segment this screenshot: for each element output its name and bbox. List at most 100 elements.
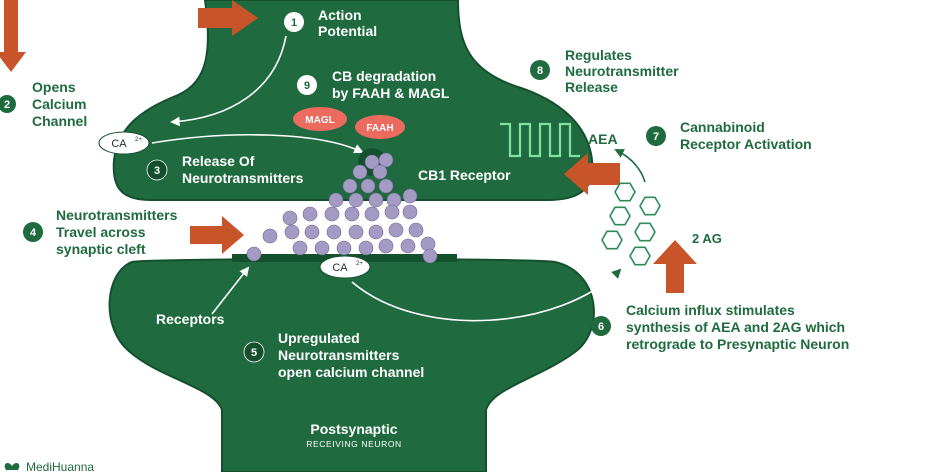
- vesicle-icon: [372, 164, 388, 180]
- step-3-line-1: Release Of: [182, 153, 255, 169]
- faah-label: FAAH: [366, 123, 393, 134]
- step-9-line-2: by FAAH & MAGL: [332, 85, 450, 101]
- vesicle-icon: [402, 188, 418, 204]
- arrow-ca-to-vesicle-icon: [151, 133, 364, 154]
- vesicle-icon: [348, 192, 364, 208]
- vesicle-icon: [282, 210, 298, 226]
- magl-label: MAGL: [305, 115, 334, 126]
- step-6-number: 6: [598, 321, 604, 333]
- vesicle-icon: [368, 192, 384, 208]
- endocannabinoid-hexagons: [601, 182, 661, 266]
- step-9-badge: [297, 75, 317, 95]
- step-2-line-1: Opens: [32, 79, 76, 95]
- ca-bottom-label: CA: [332, 262, 348, 274]
- receiving-neuron-subtitle: RECEIVING NEURON: [306, 439, 402, 449]
- step-2-line-2: Calcium: [32, 96, 86, 112]
- vesicle-icon: [292, 240, 308, 256]
- vesicle-icon: [402, 204, 418, 220]
- vesicle-icon: [360, 178, 376, 194]
- step-5-number: 5: [251, 347, 257, 359]
- endocannabinoid-hexagon-icon: [614, 182, 636, 202]
- vesicle-cluster: [246, 152, 438, 264]
- logo-leaf-icon: [4, 463, 20, 470]
- vesicle-icon: [246, 246, 262, 262]
- endocannabinoid-hexagon-icon: [639, 196, 661, 216]
- arrow-cleft-icon: [190, 216, 244, 254]
- vesicle-icon: [284, 224, 300, 240]
- step-4-number: 4: [30, 227, 37, 239]
- vesicle-icon: [378, 152, 394, 168]
- arrow-retrograde-icon: [351, 268, 622, 322]
- vesicle-icon: [384, 204, 400, 220]
- cb1-receptor-icon: [500, 122, 580, 158]
- step-7-number: 7: [653, 131, 659, 143]
- vesicle-icon: [408, 222, 424, 238]
- step-4-line-3: synaptic cleft: [56, 241, 146, 257]
- step-8-line-1: Regulates: [565, 47, 632, 63]
- step-6-badge: [591, 316, 611, 336]
- step-5-line-1: Upregulated: [278, 330, 360, 346]
- vesicle-icon: [326, 224, 342, 240]
- step-8-line-2: Neurotransmitter: [565, 63, 679, 79]
- ca-bottom-bubble: [319, 255, 371, 279]
- step-8-line-3: Release: [565, 79, 618, 95]
- arrow-action-potential-icon: [198, 0, 258, 36]
- step-7-badge: [646, 126, 666, 146]
- vesicle-icon: [324, 206, 340, 222]
- vesicle-icon: [378, 238, 394, 254]
- vesicle-icon: [342, 178, 358, 194]
- step-7-line-2: Receptor Activation: [680, 136, 812, 152]
- vesicle-icon: [336, 240, 352, 256]
- ca-top-label: CA: [111, 138, 127, 150]
- step-3-badge: [146, 159, 168, 181]
- vesicle-icon: [378, 178, 394, 194]
- endocannabinoid-hexagon-icon: [634, 222, 656, 242]
- step-2-line-3: Channel: [32, 113, 87, 129]
- ca-top-superscript: 2+: [135, 137, 142, 143]
- step-3-number: 3: [154, 165, 160, 177]
- arrow-ap-to-ca-icon: [170, 35, 287, 127]
- vesicle-icon: [304, 224, 320, 240]
- vesicle-icon: [262, 228, 278, 244]
- step-4-line-2: Travel across: [56, 224, 146, 240]
- step-5-badge: [243, 341, 265, 363]
- aea-label: AEA: [588, 131, 618, 147]
- vesicle-icon: [344, 206, 360, 222]
- step-4-badge: [23, 222, 43, 242]
- vesicle-icon: [422, 248, 438, 264]
- step-6-line-2: synthesis of AEA and 2AG which: [626, 319, 845, 335]
- step-5-line-2: Neurotransmitters: [278, 347, 400, 363]
- step-1-number: 1: [291, 17, 297, 29]
- arrow-cb1-icon: [564, 153, 620, 195]
- step-8-badge: [530, 60, 550, 80]
- faah-enzyme-icon: [355, 115, 405, 139]
- step-6-line-3: retrograde to Presynaptic Neuron: [626, 336, 849, 352]
- step-4-line-1: Neurotransmitters: [56, 207, 178, 223]
- presynaptic-neuron: [112, 0, 594, 201]
- magl-enzyme-icon: [293, 107, 347, 131]
- vesicle-icon: [302, 206, 318, 222]
- arrow-receptors-icon: [211, 266, 250, 315]
- vesicle-icon: [386, 192, 402, 208]
- endocannabinoid-hexagon-icon: [629, 246, 651, 266]
- vesicle-icon: [358, 240, 374, 256]
- step-9-line-1: CB degradation: [332, 68, 436, 84]
- cb1-receptor-label: CB1 Receptor: [418, 167, 511, 183]
- step-2-number: 2: [4, 99, 10, 111]
- postsynaptic-title: Postsynaptic: [310, 421, 397, 437]
- vesicle-icon: [348, 224, 364, 240]
- logo-text: MediHuanna: [26, 460, 94, 472]
- vesicle-icon: [388, 222, 404, 238]
- step-1-badge: [284, 12, 304, 32]
- endocannabinoid-hexagon-icon: [609, 206, 631, 226]
- receptors-label: Receptors: [156, 311, 225, 327]
- vesicle-icon: [364, 206, 380, 222]
- ca-bottom-superscript: 2+: [356, 261, 363, 267]
- arrow-down-icon: [0, 0, 26, 72]
- arrow-2ag-up-icon: [653, 240, 697, 293]
- step-1-line-1: Action: [318, 7, 362, 23]
- step-8-number: 8: [537, 65, 543, 77]
- vesicle-icon: [420, 236, 436, 252]
- step-2-badge: [0, 95, 16, 113]
- vesicle-icon: [352, 164, 368, 180]
